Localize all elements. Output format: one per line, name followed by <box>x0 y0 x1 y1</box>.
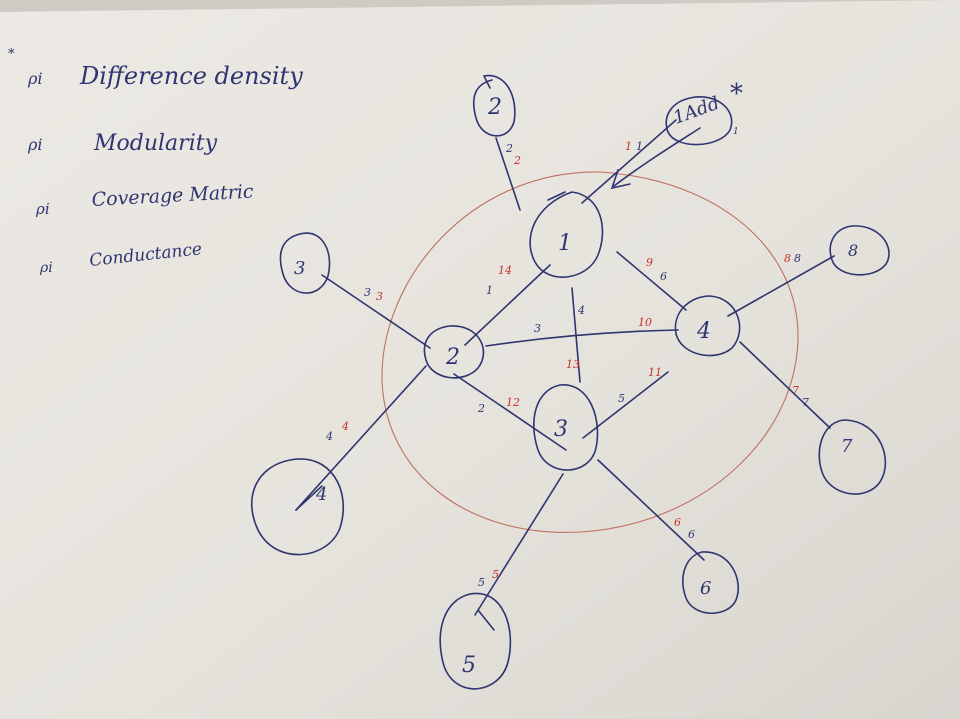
weight-red-hub2-hub3: 12 <box>506 396 520 409</box>
edge-hub3-out6 <box>597 459 705 561</box>
add-arrow <box>610 127 701 190</box>
note-prefix: ρi <box>27 135 43 154</box>
node-label-hub1: 1 <box>558 231 572 256</box>
node-label-out7: 7 <box>841 436 853 457</box>
weight-red-hub3-hub4: 11 <box>648 366 662 379</box>
node-out3 <box>279 232 331 294</box>
weight-blue-hub1-hub4: 6 <box>660 270 667 283</box>
node-hub2 <box>423 325 485 379</box>
weight-red-hub2-hub4: 10 <box>638 316 652 329</box>
node-label-hub3: 3 <box>554 417 568 442</box>
weight-blue-hub2-out3: 3 <box>364 286 371 299</box>
node-out7 <box>818 419 887 495</box>
node-hub3 <box>533 384 599 471</box>
note-prefix: ρi <box>27 69 43 88</box>
add-star: * <box>730 79 743 109</box>
node-out6 <box>682 551 740 614</box>
edge-hub1-hub4 <box>616 251 687 311</box>
edge-hub4-out8 <box>727 255 835 317</box>
node-label-out3: 3 <box>294 258 305 279</box>
add-annotation: 1Add * 1 <box>671 79 743 137</box>
edge-weights: 2 2 1 1 1 14 4 13 9 6 3 3 3 10 2 12 4 4 … <box>325 140 809 589</box>
weight-blue-hub1-hub3: 4 <box>577 304 585 317</box>
node-label-out2: 2 <box>487 95 502 120</box>
weight-red-hub2-out4: 4 <box>341 420 349 433</box>
node-add <box>665 96 733 146</box>
edge-hub2-hub3 <box>453 373 567 451</box>
note-text: Modularity <box>93 131 218 156</box>
edge-hub1-add <box>581 119 677 204</box>
weight-red-hub3-out5: 5 <box>492 568 499 581</box>
weight-blue-hub1-hub2: 1 <box>486 284 493 297</box>
weight-blue-hub3-out6: 6 <box>688 528 695 541</box>
node-labels: 1 2 3 4 2 3 4 5 6 7 8 <box>294 95 858 678</box>
weight-blue-hub3-out5: 5 <box>478 576 485 589</box>
note-difference-density: ρi Difference density <box>27 62 303 90</box>
weight-red-hub3-out6: 6 <box>674 516 681 529</box>
weight-red-hub4-out8: 8 <box>784 252 791 265</box>
nodes <box>250 74 890 690</box>
node-label-hub4: 4 <box>696 319 711 344</box>
note-text: Conductance <box>88 239 203 271</box>
add-subscript: 1 <box>733 127 739 137</box>
weight-blue-hub1-out2: 2 <box>505 142 513 155</box>
weight-blue-hub4-out8: 8 <box>794 252 801 265</box>
node-out8 <box>829 225 890 276</box>
note-text: Difference density <box>79 62 303 90</box>
weight-blue-hub1-add: 1 <box>636 140 643 153</box>
edge-hub1-hub2 <box>464 264 551 346</box>
node-out4 <box>250 458 345 556</box>
weight-blue-hub2-out4: 4 <box>325 430 333 443</box>
weight-red-hub1-add: 1 <box>625 140 632 153</box>
weight-red-hub4-out7: 7 <box>792 384 799 397</box>
weight-red-hub1-out2: 2 <box>513 154 521 167</box>
weight-blue-hub2-hub4: 3 <box>534 322 541 335</box>
weight-red-hub2-out3: 3 <box>376 290 383 303</box>
weight-blue-hub4-out7: 7 <box>802 396 809 409</box>
edge-hub3-hub4 <box>582 371 669 439</box>
edge-hub4-out7 <box>739 341 831 429</box>
node-label-out5: 5 <box>462 653 476 678</box>
note-marker: * <box>8 47 15 62</box>
weight-blue-hub2-hub3: 2 <box>477 402 485 415</box>
node-label-hub2: 2 <box>445 345 460 370</box>
note-coverage-matric: ρi Coverage Matric <box>35 181 254 218</box>
notes-list: * ρi Difference density ρi Modularity ρi… <box>8 47 303 276</box>
weight-red-hub1-hub3: 13 <box>566 358 580 371</box>
weight-red-hub1-hub4: 9 <box>646 256 653 269</box>
edge-hub3-out5 <box>474 473 564 616</box>
add-label: 1Add <box>671 93 723 129</box>
node-out5 <box>439 592 512 690</box>
node-hub1 <box>529 191 604 278</box>
node-hub4 <box>674 295 741 357</box>
edge-hub1-out2 <box>495 137 521 211</box>
community-boundary <box>381 171 799 533</box>
note-prefix: ρi <box>39 260 53 276</box>
node-out2 <box>472 74 516 137</box>
note-conductance: ρi Conductance <box>39 239 203 276</box>
node-label-out4: 4 <box>315 484 327 505</box>
edge-hub2-out3 <box>321 274 431 349</box>
node-label-out8: 8 <box>848 241 858 260</box>
note-text: Coverage Matric <box>91 181 254 211</box>
weight-blue-hub3-hub4: 5 <box>618 392 625 405</box>
node-label-out6: 6 <box>700 578 711 599</box>
note-modularity: ρi Modularity <box>27 131 218 156</box>
edge-hub2-out4 <box>295 365 427 511</box>
weight-red-hub1-hub2: 14 <box>498 264 512 277</box>
edge-hub2-hub4 <box>485 329 679 347</box>
note-prefix: ρi <box>35 200 50 218</box>
